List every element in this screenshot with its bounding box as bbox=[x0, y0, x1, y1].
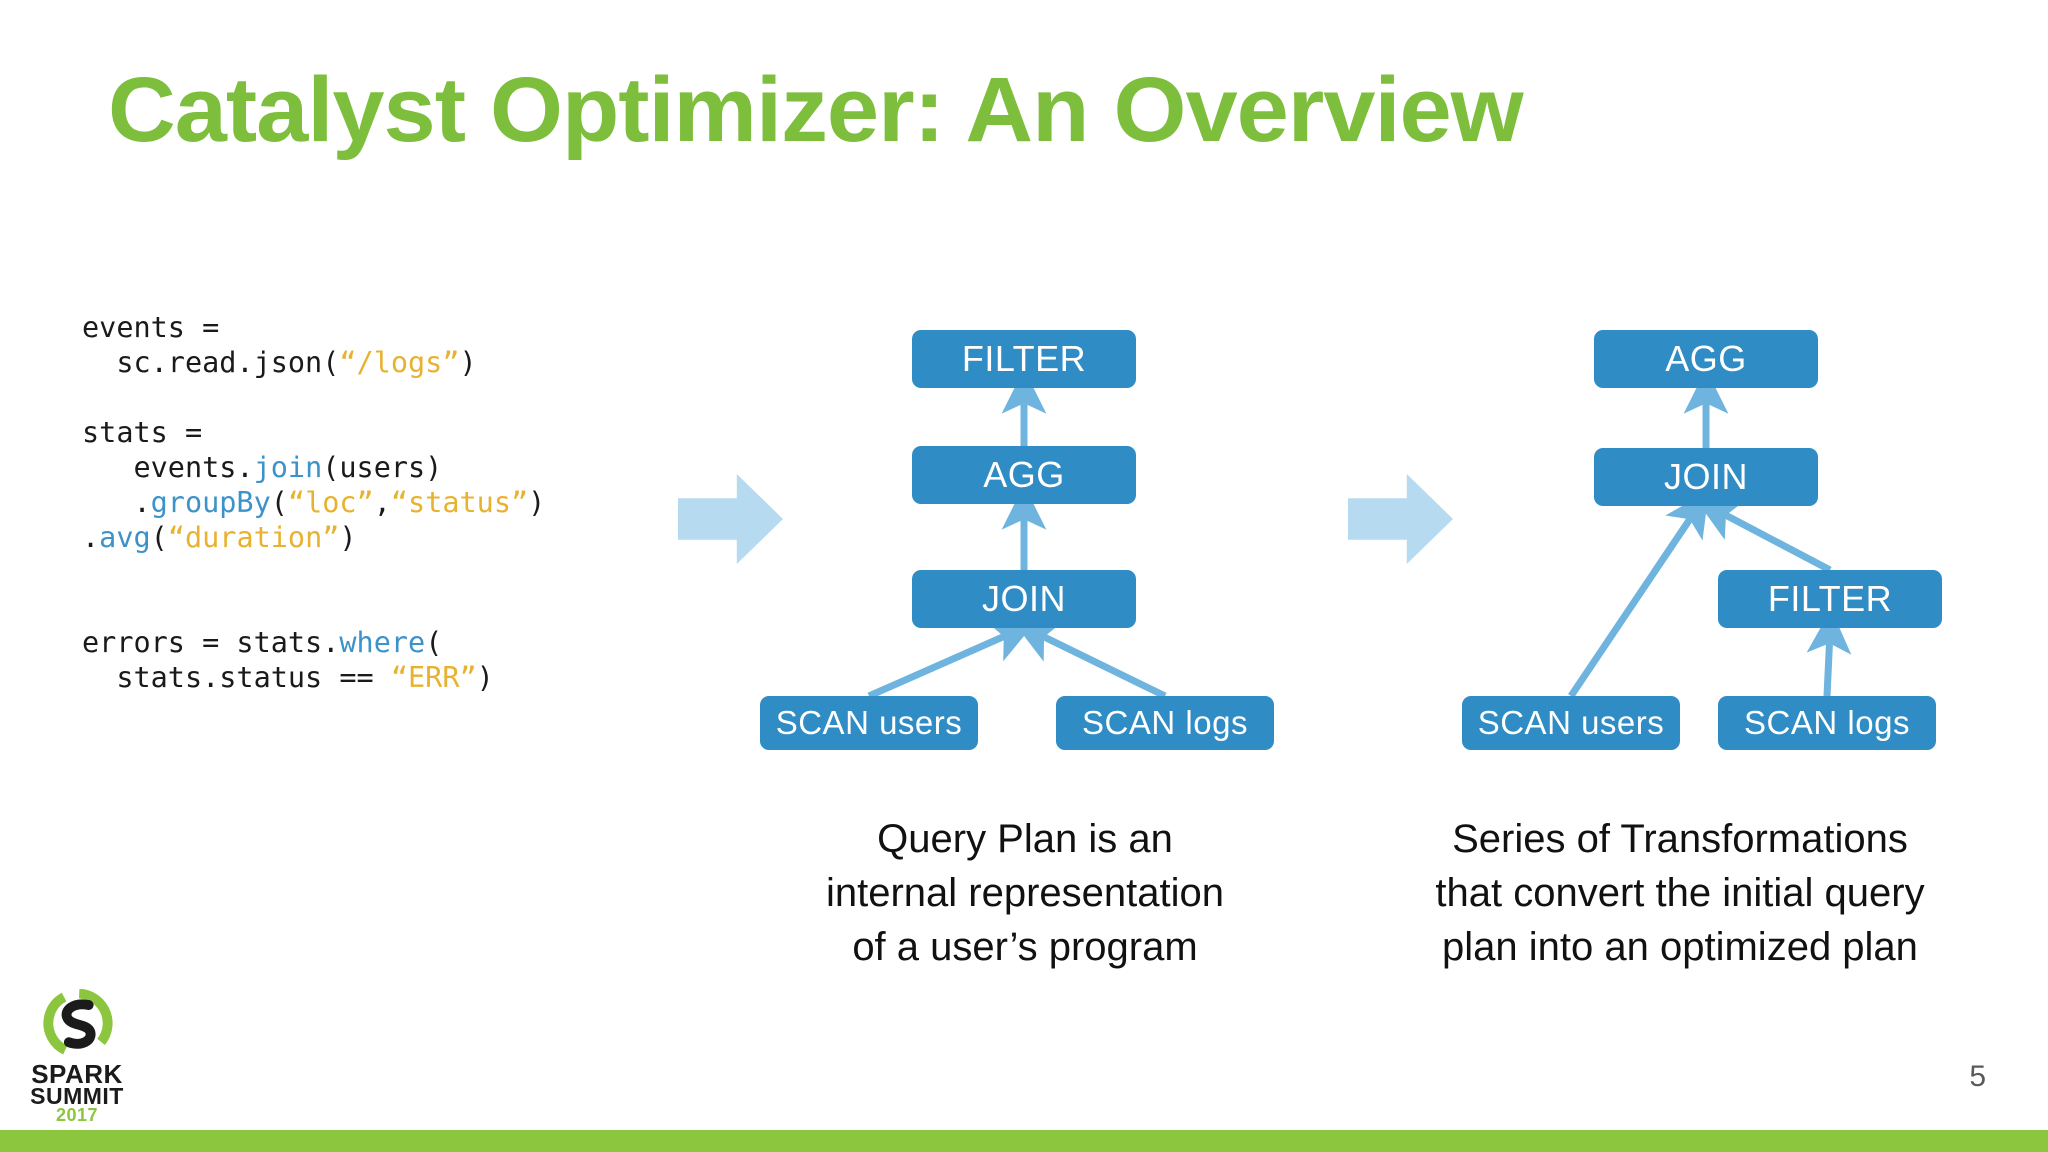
plan-edge bbox=[1695, 499, 1832, 574]
code-token: sc.read.json( bbox=[82, 346, 340, 379]
code-line: .avg(“duration”) bbox=[82, 520, 545, 555]
code-token: ) bbox=[476, 661, 494, 694]
code-token: . bbox=[82, 486, 151, 519]
caption-line: plan into an optimized plan bbox=[1442, 925, 1918, 969]
code-token: join bbox=[253, 451, 323, 484]
code-token: ) bbox=[528, 486, 546, 519]
bottom-accent-bar bbox=[0, 1130, 2048, 1152]
plan-node-scan-users: SCAN users bbox=[760, 696, 978, 750]
code-token: “/logs” bbox=[339, 346, 460, 379]
code-token: events. bbox=[82, 451, 254, 484]
plan-node-scan-logs2: SCAN logs bbox=[1718, 696, 1936, 750]
plan-node-scan-users2: SCAN users bbox=[1462, 696, 1680, 750]
code-line: sc.read.json(“/logs”) bbox=[82, 345, 545, 380]
code-token: errors = stats. bbox=[82, 626, 340, 659]
transition-arrow-1-icon bbox=[678, 474, 783, 564]
code-token: , bbox=[373, 486, 391, 519]
code-line: stats.status == “ERR”) bbox=[82, 660, 545, 695]
code-token: stats = bbox=[82, 416, 220, 449]
code-token: “loc” bbox=[287, 486, 374, 519]
code-token: ( bbox=[270, 486, 288, 519]
code-token: . bbox=[82, 521, 100, 554]
caption-line: Query Plan is an bbox=[877, 817, 1173, 861]
code-token: ) bbox=[339, 521, 357, 554]
code-line: events = bbox=[82, 310, 545, 345]
plan-node-filter2: FILTER bbox=[1718, 570, 1942, 628]
plan-edge bbox=[1806, 608, 1852, 697]
code-token: “status” bbox=[390, 486, 529, 519]
caption-line: internal representation bbox=[825, 871, 1225, 915]
transition-arrow-2-icon bbox=[1348, 474, 1453, 564]
plan-node-agg: AGG bbox=[912, 446, 1136, 504]
code-line: events.join(users) bbox=[82, 450, 545, 485]
logo-text-spark: SPARK bbox=[31, 1059, 123, 1089]
logo-text-summit: SUMMIT bbox=[30, 1083, 124, 1109]
code-line bbox=[82, 380, 545, 415]
query-plan-caption: Query Plan is an internal representation o… bbox=[760, 812, 1290, 974]
code-token: ) bbox=[459, 346, 477, 379]
code-line: .groupBy(“loc”,“status”) bbox=[82, 485, 545, 520]
spark-summit-logo: SPARK SUMMIT 2017 bbox=[18, 989, 136, 1125]
logo-text-year: 2017 bbox=[55, 1105, 99, 1125]
page-title: Catalyst Optimizer: An Overview bbox=[108, 59, 1524, 161]
code-line bbox=[82, 590, 545, 625]
optimized-plan-caption: Series of Transformations that convert th… bbox=[1390, 812, 1970, 974]
code-token: ( bbox=[150, 521, 168, 554]
plan-node-filter: FILTER bbox=[912, 330, 1136, 388]
code-token: stats.status == bbox=[82, 661, 391, 694]
page-number: 5 bbox=[1969, 1060, 1986, 1093]
plan-edge bbox=[1013, 621, 1167, 700]
plan-edge bbox=[867, 620, 1036, 700]
code-token: where bbox=[339, 626, 426, 659]
plan-node-join2: JOIN bbox=[1594, 448, 1818, 506]
plan-node-join: JOIN bbox=[912, 570, 1136, 628]
code-token: events = bbox=[82, 311, 237, 344]
code-token: “ERR” bbox=[390, 661, 477, 694]
code-token: avg bbox=[99, 521, 151, 554]
plan-node-scan-logs: SCAN logs bbox=[1056, 696, 1274, 750]
caption-line: Series of Transformations bbox=[1452, 817, 1908, 861]
caption-line: of a user’s program bbox=[852, 925, 1198, 969]
code-line: errors = stats.where( bbox=[82, 625, 545, 660]
code-line: stats = bbox=[82, 415, 545, 450]
plan-edge bbox=[1568, 490, 1709, 698]
spark-logo-mark-icon bbox=[43, 989, 113, 1058]
code-line bbox=[82, 555, 545, 590]
caption-line: that convert the initial query bbox=[1435, 871, 1925, 915]
code-token: groupBy bbox=[150, 486, 271, 519]
code-snippet: events = sc.read.json(“/logs”) stats = e… bbox=[82, 310, 545, 695]
plan-node-agg2: AGG bbox=[1594, 330, 1818, 388]
code-token: ( bbox=[425, 626, 443, 659]
code-token: “duration” bbox=[167, 521, 340, 554]
code-token: (users) bbox=[322, 451, 443, 484]
